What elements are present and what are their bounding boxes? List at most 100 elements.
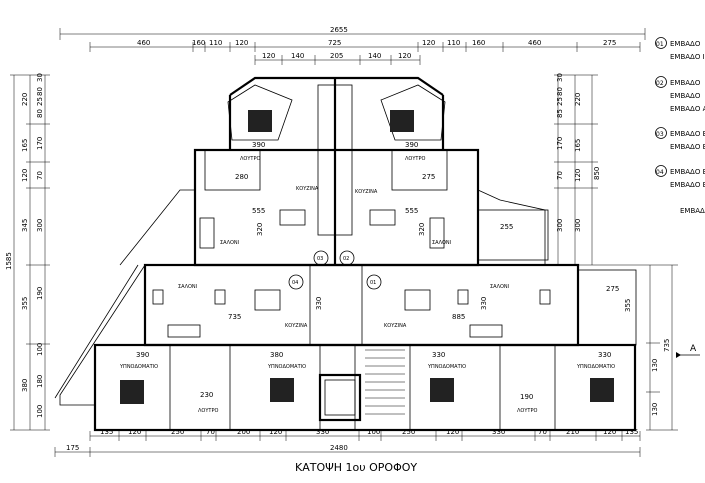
dim-right-s6: 170 [556, 137, 564, 150]
dim-left-2: 165 [21, 139, 29, 152]
dim-inner-5: 555 [252, 207, 265, 215]
dim-bottom-8: 100 [367, 428, 380, 436]
label-loytro-3: ΛΟΥΤΡΟ [198, 408, 218, 414]
dim-left-s6: 170 [36, 137, 44, 150]
dim-bottom-15: 135 [625, 428, 638, 436]
label-saloni-2: ΣΑΛΟΝΙ [432, 240, 451, 246]
inner-dimensions: 390 390 280 275 555 555 320 320 735 885 … [136, 141, 632, 401]
dim-right-s2: 80 [556, 87, 564, 96]
dim-top-r3-4: 140 [368, 52, 381, 60]
label-ypnodomatio-2: ΥΠΝΟΔΟΜΑΤΙΟ [267, 364, 306, 370]
dim-bottom-14: 120 [603, 428, 616, 436]
section-marker-label: A [690, 344, 697, 354]
dim-right-5: 735 [663, 339, 671, 352]
dim-right-s11: 300 [556, 219, 564, 232]
dim-bottom-5: 200 [237, 428, 250, 436]
dim-inner-15: 230 [200, 391, 213, 399]
legend-02-line1: ΕΜΒΑΔΟ [670, 79, 701, 87]
legend: 01 02 03 04 ΕΜΒΑΔΟ ΕΜΒΑΔΟ Ι ΕΜΒΑΔΟ ΕΜΒΑΔ… [655, 37, 705, 215]
dim-overall-top: 2655 [330, 26, 348, 34]
dim-left-3: 120 [21, 169, 29, 182]
label-koyzina-right: ΚΟΥΖΙΝΑ [355, 189, 378, 195]
dim-right-s8: 70 [556, 171, 564, 180]
dim-top-r3-5: 120 [398, 52, 411, 60]
dim-left-5: 355 [21, 297, 29, 310]
dim-top-1: 460 [137, 39, 150, 47]
dim-inner-14: 330 [598, 351, 611, 359]
dim-inner-7: 320 [256, 223, 264, 236]
legend-03-line2: ΕΜΒΑΔΟ Ε [670, 143, 705, 151]
dim-inner-12: 380 [270, 351, 283, 359]
dim-bottom-overall: 2480 [330, 444, 348, 452]
dim-bottom-4: 70 [206, 428, 215, 436]
top-dimension-lines: 2655 460 160 110 120 725 120 110 160 460… [59, 26, 646, 65]
dim-inner-16: 190 [520, 393, 533, 401]
dim-inner-13: 330 [432, 351, 445, 359]
dim-right-s1: 30 [556, 73, 564, 82]
dim-top-r3-2: 140 [291, 52, 304, 60]
dim-left-s10: 300 [36, 219, 44, 232]
dim-left-1: 220 [21, 93, 29, 106]
dim-left-s14: 180 [36, 375, 44, 388]
drawing-title: ΚΑΤΟΨΗ 1ου ΟΡΟΦΟΥ [295, 461, 417, 474]
label-saloni-3: ΣΑΛΟΝΙ [178, 284, 197, 290]
left-dimension-lines: 1585 220 165 120 345 355 380 30 80 25 80… [5, 73, 50, 431]
dim-left-overall: 1585 [5, 252, 13, 270]
legend-num-01: 01 [656, 41, 664, 48]
dim-inner-1: 390 [252, 141, 265, 149]
dim-bottom-13: 210 [566, 428, 579, 436]
dim-left-s8: 70 [36, 171, 44, 180]
dim-left-s13: 100 [36, 343, 44, 356]
section-marker: A [676, 344, 700, 358]
dim-right-2: 165 [574, 139, 582, 152]
dim-inner-9: 735 [228, 313, 241, 321]
dim-bottom-12: 70 [538, 428, 547, 436]
label-koyzina-lower-right: ΚΟΥΖΙΝΑ [384, 323, 407, 329]
dim-bottom-10: 120 [446, 428, 459, 436]
dim-inner-11: 390 [136, 351, 149, 359]
legend-03-line1: ΕΜΒΑΔΟ Ε [670, 130, 705, 138]
dim-left-4: 345 [21, 219, 29, 232]
dim-bottom-7: 330 [316, 428, 329, 436]
label-ypnodomatio-4: ΥΠΝΟΔΟΜΑΤΙΟ [576, 364, 615, 370]
dim-top-7: 110 [447, 39, 460, 47]
unit-marker-03: 03 [317, 256, 323, 262]
legend-04-line2: ΕΜΒΑΔΟ Ε [670, 181, 705, 189]
dim-bottom-left-overall: 175 [66, 444, 79, 452]
dim-top-9: 460 [528, 39, 541, 47]
dim-top-r3-3: 205 [330, 52, 343, 60]
dim-right-s13: 130 [651, 403, 659, 416]
dim-right-3: 120 [574, 169, 582, 182]
legend-extra: ΕΜΒΑΔΟ [680, 207, 705, 215]
legend-01-line1: ΕΜΒΑΔΟ [670, 40, 701, 48]
dim-inner-10: 885 [452, 313, 465, 321]
legend-num-02: 02 [656, 80, 664, 87]
dim-right-overall: 850 [593, 167, 601, 180]
dim-top-4: 120 [235, 39, 248, 47]
furniture [120, 110, 614, 404]
dim-left-s3: 25 [36, 97, 44, 106]
dim-top-r3-1: 120 [262, 52, 275, 60]
unit-marker-02: 02 [343, 256, 349, 262]
dim-right-s12: 130 [651, 359, 659, 372]
room-labels: ΚΟΥΖΙΝΑ ΚΟΥΖΙΝΑ ΚΟΥΖΙΝΑ ΚΟΥΖΙΝΑ ΣΑΛΟΝΙ Σ… [119, 156, 615, 414]
dim-top-3: 110 [209, 39, 222, 47]
dim-inner-19: 355 [624, 299, 632, 312]
label-koyzina-lower-left: ΚΟΥΖΙΝΑ [285, 323, 308, 329]
dim-left-s2: 80 [36, 87, 44, 96]
legend-04-line1: ΕΜΒΑΔΟ Ε [670, 168, 705, 176]
label-saloni-4: ΣΑΛΟΝΙ [490, 284, 509, 290]
dim-left-s4: 80 [36, 109, 44, 118]
dim-inner-18: 275 [606, 285, 619, 293]
dim-top-2: 160 [192, 39, 205, 47]
dim-left-s12: 190 [36, 287, 44, 300]
label-ypnodomatio-1: ΥΠΝΟΔΟΜΑΤΙΟ [119, 364, 158, 370]
dim-left-6: 380 [21, 379, 29, 392]
label-koyzina-left: ΚΟΥΖΙΝΑ [296, 186, 319, 192]
legend-02-line3: ΕΜΒΑΔΟ Α [670, 105, 705, 113]
label-loytro-4: ΛΟΥΤΡΟ [517, 408, 537, 414]
building-walls [54, 76, 637, 432]
dim-inner-20: 330 [480, 297, 488, 310]
dim-top-10: 275 [603, 39, 616, 47]
